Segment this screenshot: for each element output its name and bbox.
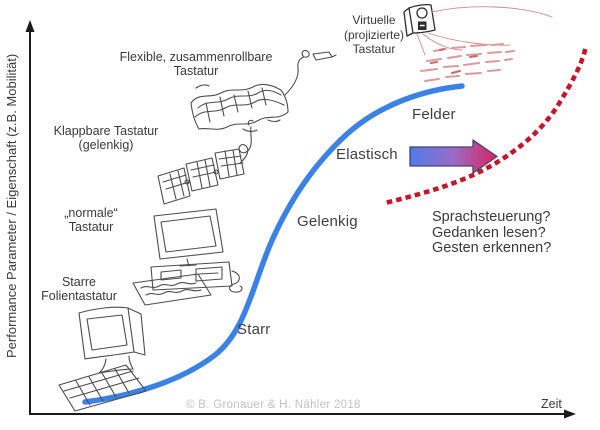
label-flexible-tastatur: Flexible, zusammenrollbare Tastatur (96, 50, 296, 78)
x-axis (29, 409, 576, 419)
transition-arrow (409, 139, 498, 174)
label-line: Tastatur (68, 220, 114, 234)
membrane-terminal-sketch (58, 306, 147, 412)
label-line: Flexible, zusammenrollbare (119, 50, 273, 64)
projected-keyboard-sketch (416, 6, 553, 82)
label-starre-folientastatur: Starre Folientastatur (9, 275, 149, 303)
stage-label-gelenkig: Gelenkig (297, 213, 358, 230)
y-axis (25, 20, 35, 414)
label-virtuelle-tastatur: Virtuelle (projizierte) Tastatur (324, 13, 424, 57)
foldable-keyboard-sketch (157, 119, 254, 205)
label-line: Folientastatur (41, 289, 117, 303)
copyright-notice: © B. Gronauer & H. Nähler 2018 (186, 399, 361, 411)
projector-device-sketch (403, 3, 436, 37)
x-axis-label: Zeit (541, 397, 562, 411)
question-line: Gesten erkennen? (432, 240, 552, 256)
label-line: (gelenkig) (78, 138, 134, 152)
label-line: „normale“ (64, 206, 118, 220)
s-curve-line (82, 83, 465, 405)
label-line: Virtuelle (352, 13, 396, 27)
stage-label-felder: Felder (412, 106, 456, 123)
question-line: Sprachsteuerung? (432, 209, 551, 225)
desktop-computer-sketch (132, 208, 243, 306)
label-klappbare-tastatur: Klappbare Tastatur (gelenkig) (26, 124, 186, 152)
y-axis-label: Performance Parameter / Eigenschaft (z.B… (4, 53, 19, 359)
stage-label-starr: Starr (237, 321, 271, 338)
future-dotted-curve (386, 47, 588, 205)
label-line: (projizierte) (343, 27, 404, 42)
question-line: Gedanken lesen? (432, 224, 546, 241)
label-line: Tastatur (173, 64, 219, 78)
stage-label-elastisch: Elastisch (336, 146, 398, 163)
flexible-keyboard-sketch (190, 49, 337, 132)
label-line: Starre (61, 275, 97, 289)
label-line: Klappbare Tastatur (53, 124, 159, 138)
label-line: Tastatur (352, 42, 396, 56)
future-questions: Sprachsteuerung? Gedanken lesen? Gesten … (432, 209, 552, 257)
label-normale-tastatur: „normale“ Tastatur (31, 206, 151, 234)
